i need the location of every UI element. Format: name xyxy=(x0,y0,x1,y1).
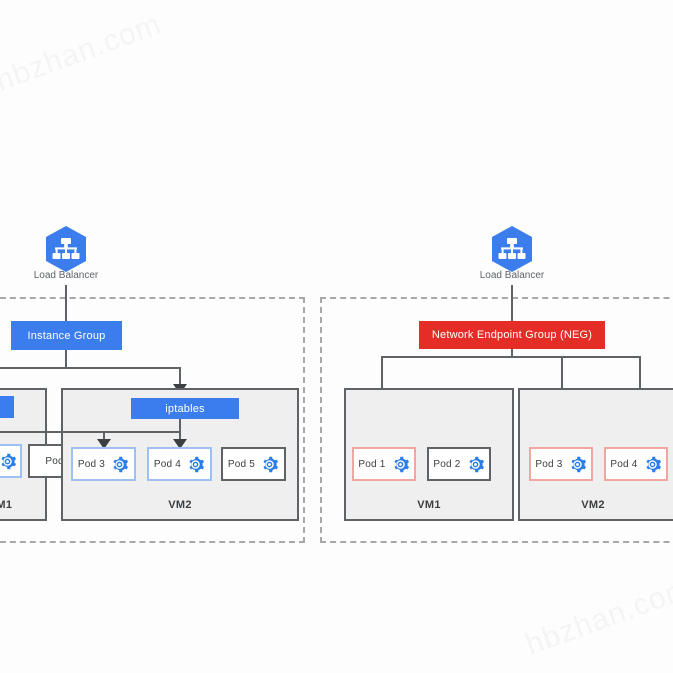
left-vm2-label: VM2 xyxy=(168,499,192,511)
left-vm2-pod-5[interactable]: Pod 5 xyxy=(221,447,286,481)
gear-icon xyxy=(646,456,661,472)
iptables-box[interactable]: iptables xyxy=(131,398,239,419)
right-vm1-pod-1-label: Pod 1 xyxy=(358,458,386,470)
left-vm2-pod-4-label: Pod 4 xyxy=(153,458,182,470)
left-load-balancer-label: Load Balancer xyxy=(33,270,99,281)
load-balancer-hexagon-icon xyxy=(492,226,532,272)
ig-branch-bar xyxy=(0,367,181,369)
left-cluster-boundary xyxy=(0,297,305,543)
left-vm1-iptables-box[interactable] xyxy=(0,396,14,418)
left-vm2-pod-5-label: Pod 5 xyxy=(227,458,256,470)
gear-icon xyxy=(189,456,205,472)
left-vm1-pod-2-label: Pod 2 xyxy=(45,455,73,467)
gear-icon xyxy=(1,453,16,469)
ig-stem-line xyxy=(65,350,67,368)
watermark-bottom-right: hbzhan.com xyxy=(521,571,673,662)
neg-label: Network Endpoint Group (NEG) xyxy=(431,329,593,341)
right-vm2-pod-3-label: Pod 3 xyxy=(535,458,563,470)
left-vm2-pod-4[interactable]: Pod 4 xyxy=(147,447,212,481)
right-lb-to-neg-line xyxy=(511,285,513,323)
right-cluster-boundary xyxy=(320,297,673,543)
instance-group-label: Instance Group xyxy=(27,329,106,342)
gear-icon xyxy=(469,456,484,472)
right-vm2-pod-4[interactable]: Pod 4 xyxy=(604,447,668,481)
left-vm2-pod-3-label: Pod 3 xyxy=(77,458,106,470)
ig-to-iptables-line xyxy=(179,367,181,386)
right-vm1-pod-1[interactable]: Pod 1 xyxy=(352,447,416,481)
right-load-balancer-icon xyxy=(488,224,536,276)
neg-stem-line xyxy=(511,349,513,358)
left-vm1-label: VM1 xyxy=(0,499,13,511)
left-load-balancer-icon xyxy=(42,224,90,276)
left-vm2-pod-3[interactable]: Pod 3 xyxy=(71,447,136,481)
iptables-to-pod3-line xyxy=(103,431,105,442)
neg-branch-bar xyxy=(381,356,641,358)
watermark-top-left: hbzhan.com xyxy=(0,7,166,98)
right-vm1-pod-2[interactable]: Pod 2 xyxy=(427,447,491,481)
right-vm2-pod-4-label: Pod 4 xyxy=(610,458,638,470)
left-lb-to-ig-line xyxy=(65,285,67,323)
iptables-label: iptables xyxy=(165,402,205,415)
iptables-to-pod4-line xyxy=(179,431,181,442)
gear-icon xyxy=(263,456,279,472)
iptables-stem-line xyxy=(179,419,181,432)
gear-icon xyxy=(113,456,129,472)
gear-icon xyxy=(394,456,409,472)
left-vm1-pod-1[interactable]: Pod 1 xyxy=(0,444,22,478)
right-vm1-pod-2-label: Pod 2 xyxy=(433,458,461,470)
gear-icon xyxy=(571,456,586,472)
iptables-branch-bar xyxy=(0,431,180,433)
right-vm1-label: VM1 xyxy=(417,499,441,511)
load-balancer-hexagon-icon xyxy=(46,226,86,272)
iptables-to-pod4-arrowhead xyxy=(173,439,187,449)
right-vm2-pod-3[interactable]: Pod 3 xyxy=(529,447,593,481)
instance-group-box[interactable]: Instance Group xyxy=(11,321,122,350)
right-load-balancer-label: Load Balancer xyxy=(479,270,545,281)
iptables-to-pod3-arrowhead xyxy=(97,439,111,449)
neg-box[interactable]: Network Endpoint Group (NEG) xyxy=(419,321,605,349)
right-vm2-label: VM2 xyxy=(581,499,605,511)
